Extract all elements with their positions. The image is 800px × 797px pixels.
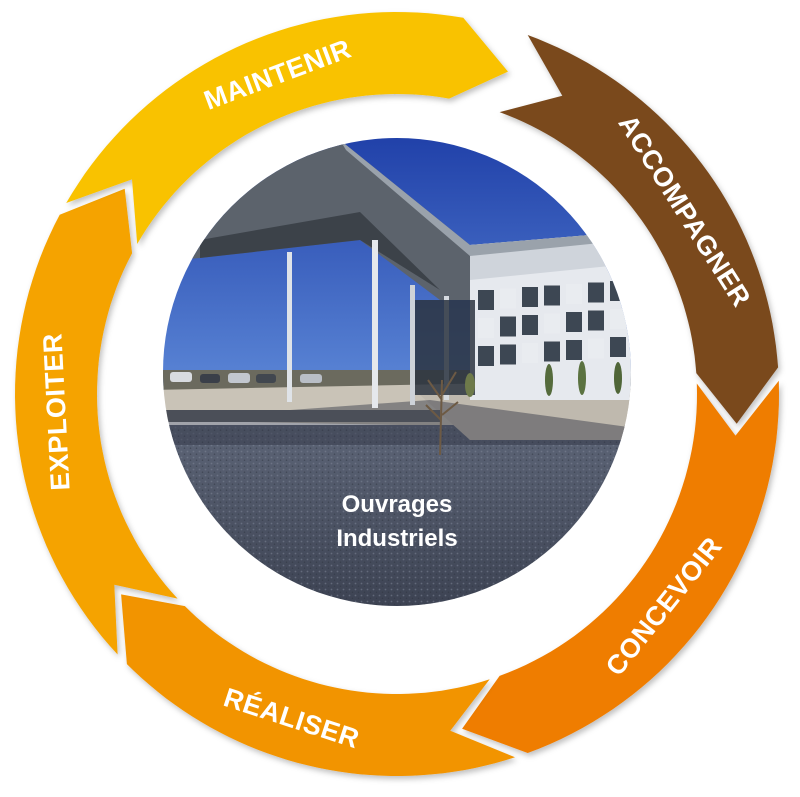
- photo-window: [632, 336, 648, 356]
- photo-window: [588, 282, 604, 303]
- photo-window: [610, 281, 626, 301]
- cycle-arrow-raliser: [121, 594, 515, 776]
- photo-entrance: [415, 300, 475, 395]
- photo-window: [566, 312, 582, 332]
- photo-window: [522, 343, 538, 363]
- photo-window: [632, 280, 648, 300]
- photo-window: [566, 284, 582, 304]
- photo-column: [372, 240, 378, 408]
- photo-window: [632, 308, 648, 328]
- photo-window: [522, 315, 538, 335]
- photo-window: [500, 344, 516, 365]
- photo-window: [522, 287, 538, 307]
- center-title-line2: Industriels: [336, 525, 457, 552]
- photo-wall: [163, 410, 440, 422]
- photo-windows: [478, 280, 648, 366]
- photo-window: [478, 318, 494, 338]
- cycle-arrow-maintenir: [66, 12, 508, 244]
- cycle-arrows: ACCOMPAGNERCONCEVOIRRÉALISEREXPLOITERMAI…: [15, 12, 779, 776]
- photo-window: [566, 340, 582, 360]
- photo-window: [544, 341, 560, 362]
- photo-column: [410, 285, 415, 405]
- photo-window: [544, 285, 560, 306]
- cycle-arrow-concevoir: [462, 380, 779, 753]
- photo-cars: [170, 372, 322, 383]
- photo-window: [500, 316, 516, 337]
- photo-window: [588, 338, 604, 359]
- photo-window: [478, 346, 494, 366]
- cycle-arrow-accompagner: [499, 35, 779, 424]
- photo-trees: [425, 361, 622, 456]
- photo-window: [610, 337, 626, 357]
- photo-window: [500, 288, 516, 309]
- center-title-line1: Ouvrages: [342, 491, 453, 518]
- photo-window: [588, 310, 604, 331]
- photo-column: [287, 252, 292, 402]
- photo-window: [610, 309, 626, 329]
- photo-window: [544, 313, 560, 334]
- cycle-arrow-exploiter: [15, 188, 178, 655]
- photo-window: [478, 290, 494, 310]
